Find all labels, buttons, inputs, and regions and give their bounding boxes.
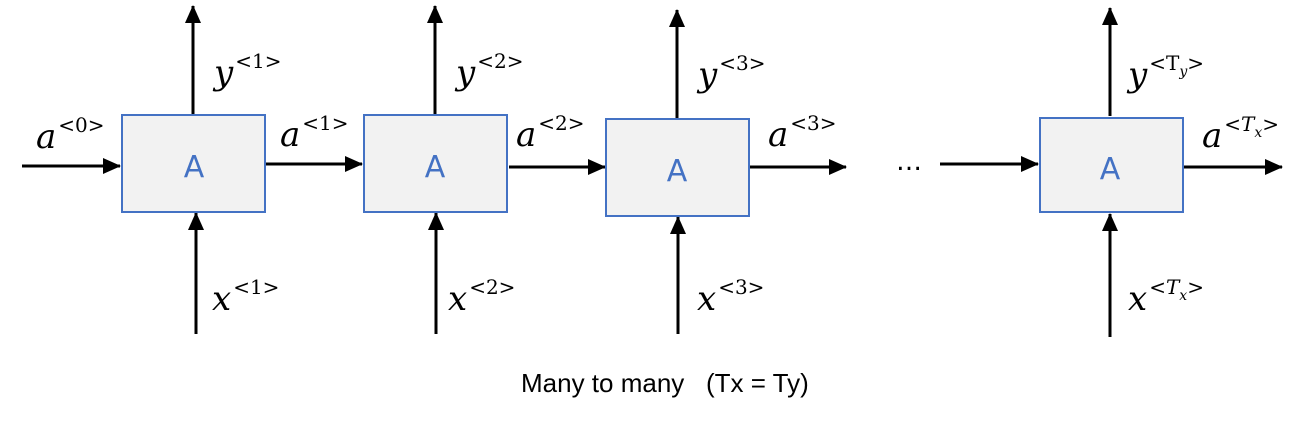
label-a0: a<0> [36,113,105,157]
rnn-cell-1: A [121,114,266,213]
cell-label: A [184,150,205,185]
rnn-cell-2: A [363,114,508,213]
label-y1: y<1> [212,49,281,93]
label-xTx: x<Tx> [1128,275,1204,319]
label-a1: a<1> [280,111,349,155]
label-x2: x<2> [448,275,515,319]
cell-label: A [667,154,688,189]
label-y2: y<2> [454,49,523,93]
label-aTx: a<Tx> [1202,112,1279,156]
label-a3: a<3> [768,111,837,155]
label-y3: y<3> [696,51,765,95]
label-a2: a<2> [516,111,585,155]
cell-label: A [425,150,446,185]
cell-label: A [1100,152,1121,187]
label-x3: x<3> [697,275,764,319]
ellipsis: … [896,147,922,177]
caption: Many to many (Tx = Ty) [521,368,809,398]
rnn-cell-3: A [605,118,750,217]
label-yTy: y<Ty> [1126,51,1204,95]
rnn-cell-T: A [1039,117,1184,213]
label-x1: x<1> [212,275,279,319]
